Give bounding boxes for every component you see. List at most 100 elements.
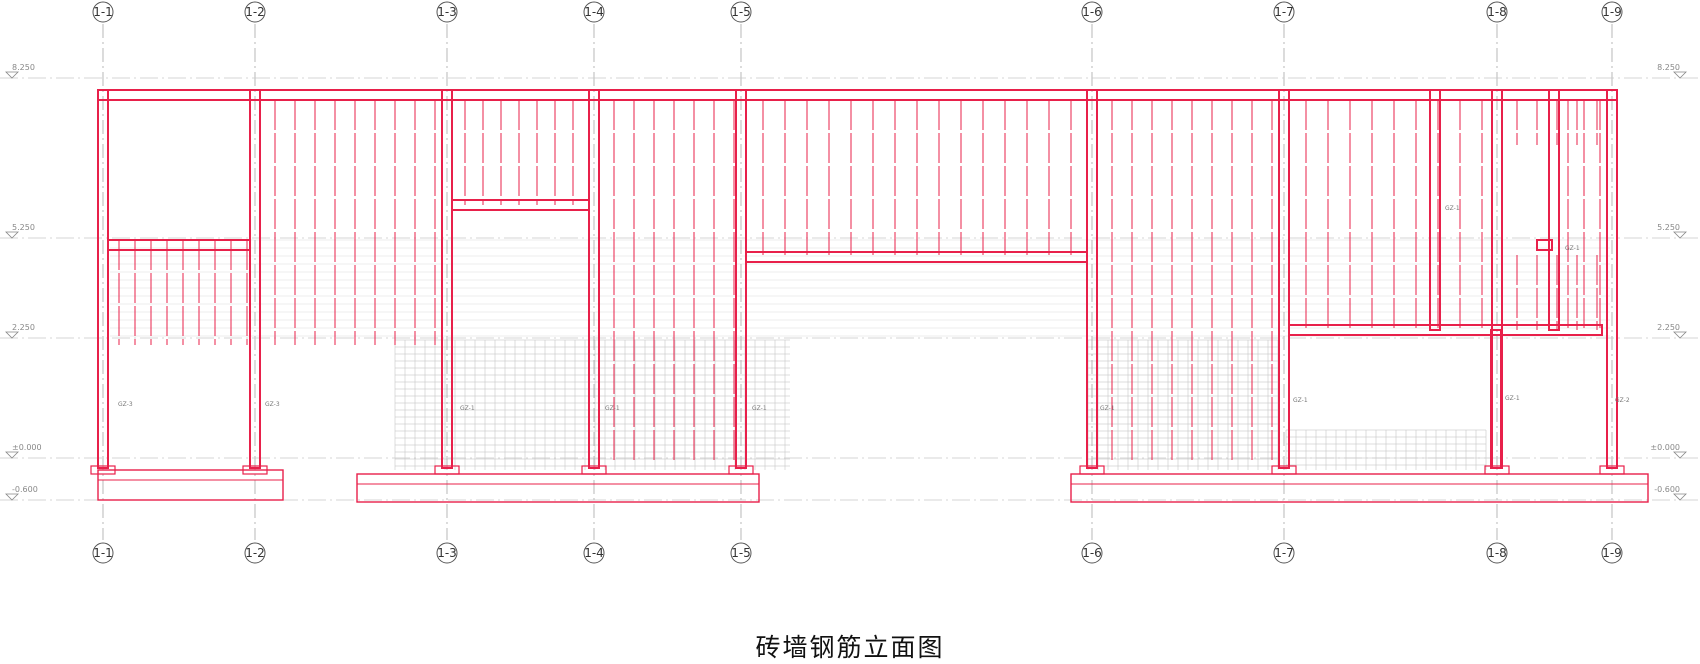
structural-column: [1429, 89, 1441, 331]
structural-column: [1548, 89, 1560, 331]
axis-label: 1-7: [1274, 546, 1294, 560]
level-marker: ±0.000: [5, 443, 42, 459]
axis-bubble: 1-2: [244, 1, 266, 23]
tie-beam: [97, 89, 1618, 101]
level-label: 2.250: [12, 323, 35, 332]
axis-bubble-circle: [244, 542, 266, 564]
level-label: 8.250: [12, 63, 35, 72]
masonry-panel: [1285, 429, 1487, 470]
axis-bubble-circle: [1081, 1, 1103, 23]
footing: [356, 473, 760, 503]
vertical-rebar-set: [1111, 100, 1273, 460]
axis-bubble: 1-5: [730, 1, 752, 23]
tie-beam: [107, 239, 251, 251]
masonry-panel: [394, 339, 790, 470]
column-tag: GZ-1: [1565, 245, 1580, 252]
structural-column: [249, 89, 261, 469]
axis-label: 1-8: [1487, 5, 1507, 19]
level-label: -0.600: [1654, 485, 1680, 494]
level-marker: ±0.000: [1650, 443, 1687, 459]
axis-bubble-circle: [92, 542, 114, 564]
axis-label: 1-9: [1602, 5, 1622, 19]
axis-bubble-circle: [244, 1, 266, 23]
structural-column: [735, 89, 747, 469]
tie-beam: [451, 199, 590, 211]
column-base: [1079, 465, 1105, 475]
axis-label: 1-2: [245, 5, 265, 19]
column-tag: GZ-1: [1445, 205, 1460, 212]
axis-label: 1-6: [1082, 546, 1102, 560]
level-triangle-icon: [1673, 493, 1687, 501]
vertical-rebar-set: [762, 100, 1072, 255]
axis-label: 1-1: [93, 5, 113, 19]
level-marker: 5.250: [5, 223, 35, 239]
foundation-layer: [90, 465, 1649, 503]
vertical-rebar-set: [274, 100, 436, 345]
level-marker: -0.600: [5, 485, 38, 501]
level-label: ±0.000: [1650, 443, 1680, 452]
level-triangle-icon: [5, 331, 19, 339]
column-base: [1599, 465, 1625, 475]
axis-label: 1-5: [731, 546, 751, 560]
axis-bubble-circle: [436, 1, 458, 23]
structural-column: [1606, 89, 1618, 469]
structural-column: [97, 89, 109, 469]
structural-column: [1086, 89, 1098, 469]
level-label: 2.250: [1657, 323, 1680, 332]
axis-bubble: 1-2: [244, 542, 266, 564]
structural-column: [441, 89, 453, 469]
axis-bubble: 1-7: [1273, 1, 1295, 23]
column-base: [242, 465, 268, 475]
axis-label: 1-3: [437, 5, 457, 19]
column-base: [90, 465, 116, 475]
level-label: 5.250: [1657, 223, 1680, 232]
level-triangle-icon: [5, 451, 19, 459]
column-tag: GZ-1: [752, 405, 767, 412]
vertical-rebar-set: [1516, 100, 1598, 145]
axis-bubbles: 1-1 1-1 1-2 1-2 1-3 1-3 1-4 1-4 1-5 1-5 1-6 1-6 1-7 1…: [92, 1, 1623, 564]
structural-column: [588, 89, 600, 469]
footing: [1070, 473, 1649, 503]
axis-bubble: 1-8: [1486, 542, 1508, 564]
level-triangle-icon: [5, 493, 19, 501]
column-tag: GZ-1: [1505, 395, 1520, 402]
axis-bubble-circle: [1273, 542, 1295, 564]
axis-label: 1-8: [1487, 546, 1507, 560]
axis-bubble-circle: [583, 542, 605, 564]
axis-label: 1-9: [1602, 546, 1622, 560]
axis-label: 1-3: [437, 546, 457, 560]
axis-bubble: 1-3: [436, 542, 458, 564]
level-triangle-icon: [1673, 231, 1687, 239]
axis-bubble: 1-4: [583, 542, 605, 564]
axis-bubble: 1-6: [1081, 1, 1103, 23]
footing: [97, 469, 284, 501]
axis-bubble: 1-1: [92, 542, 114, 564]
column-tag: GZ-3: [265, 401, 280, 408]
axis-label: 1-5: [731, 5, 751, 19]
axis-bubble: 1-9: [1601, 542, 1623, 564]
column-tag: GZ-1: [1100, 405, 1115, 412]
axis-bubble: 1-7: [1273, 542, 1295, 564]
vertical-rebar-set: [1305, 100, 1483, 330]
column-tag: GZ-2: [1615, 397, 1630, 404]
axis-label: 1-2: [245, 546, 265, 560]
axis-bubble-circle: [1601, 1, 1623, 23]
vertical-rebar-set: [1567, 100, 1601, 330]
axis-label: 1-6: [1082, 5, 1102, 19]
masonry-panel: [1087, 339, 1279, 470]
level-marker: 5.250: [1657, 223, 1687, 239]
axis-bubble: 1-6: [1081, 542, 1103, 564]
column-base: [1271, 465, 1297, 475]
axis-bubble-circle: [583, 1, 605, 23]
structural-column: [1278, 89, 1290, 469]
axis-bubble: 1-3: [436, 1, 458, 23]
axis-bubble-circle: [1601, 542, 1623, 564]
axis-bubble: 1-5: [730, 542, 752, 564]
axis-bubble-circle: [1081, 542, 1103, 564]
axis-bubble: 1-4: [583, 1, 605, 23]
axis-bubble: 1-8: [1486, 1, 1508, 23]
level-triangle-icon: [1673, 71, 1687, 79]
